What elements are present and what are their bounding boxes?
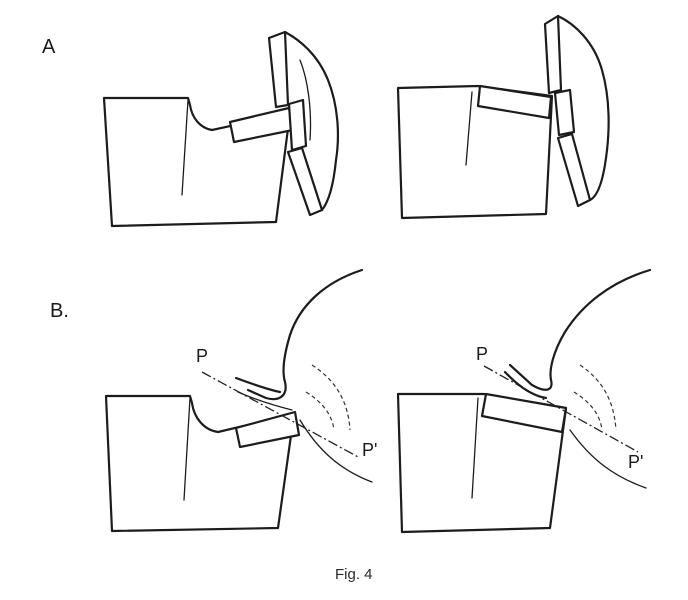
tool-body (104, 394, 296, 533)
label-section-a: A (42, 36, 56, 58)
chip-segment-lower (286, 146, 324, 217)
label-point-p-prime-left: P' (362, 440, 378, 460)
chip-segment-upper (543, 14, 563, 95)
panel-a-right (396, 14, 610, 220)
chip-outline (556, 14, 610, 202)
label-point-p-right: P (476, 344, 489, 364)
chip-flow-curve (503, 370, 548, 400)
chip-motion-arc-inner (573, 391, 603, 431)
panel-a-left (102, 30, 340, 228)
chip-motion-arc (311, 364, 351, 431)
workpiece-profile (508, 268, 652, 391)
chip-motion-arc (579, 364, 617, 431)
cutting-insert (228, 106, 295, 144)
chip-segment-upper (267, 30, 290, 109)
chip-flow-inner (237, 391, 293, 411)
cutting-insert (234, 410, 301, 449)
panel-b-left (104, 268, 373, 533)
cut-surface-curve (569, 429, 647, 489)
chip-outline (283, 30, 340, 212)
label-point-p-left: P (196, 346, 209, 366)
chip-segment-lower (556, 132, 592, 208)
tool-center-line (465, 91, 473, 166)
label-point-p-prime-right: P' (628, 452, 644, 472)
tool-body (396, 84, 554, 220)
panel-b-right (396, 268, 652, 534)
shear-plane-line (483, 365, 639, 453)
tool-center-line (471, 397, 479, 499)
figure-caption: Fig. 4 (335, 566, 373, 583)
chip-flow-curve (234, 376, 282, 394)
tool-body (396, 392, 568, 534)
tool-center-line (183, 397, 191, 501)
chip-motion-arc-inner (305, 391, 335, 431)
cut-surface-curve (299, 419, 373, 483)
tool-center-line (181, 99, 189, 196)
workpiece-profile (246, 268, 364, 401)
label-section-b: B. (50, 300, 69, 322)
tool-body (102, 96, 292, 228)
chip-segment-middle (287, 98, 308, 152)
shear-plane-line (201, 371, 361, 459)
cutting-insert (476, 84, 553, 120)
chip-texture (299, 59, 312, 141)
chip-segment-middle (553, 88, 576, 137)
cutting-insert (480, 392, 568, 434)
